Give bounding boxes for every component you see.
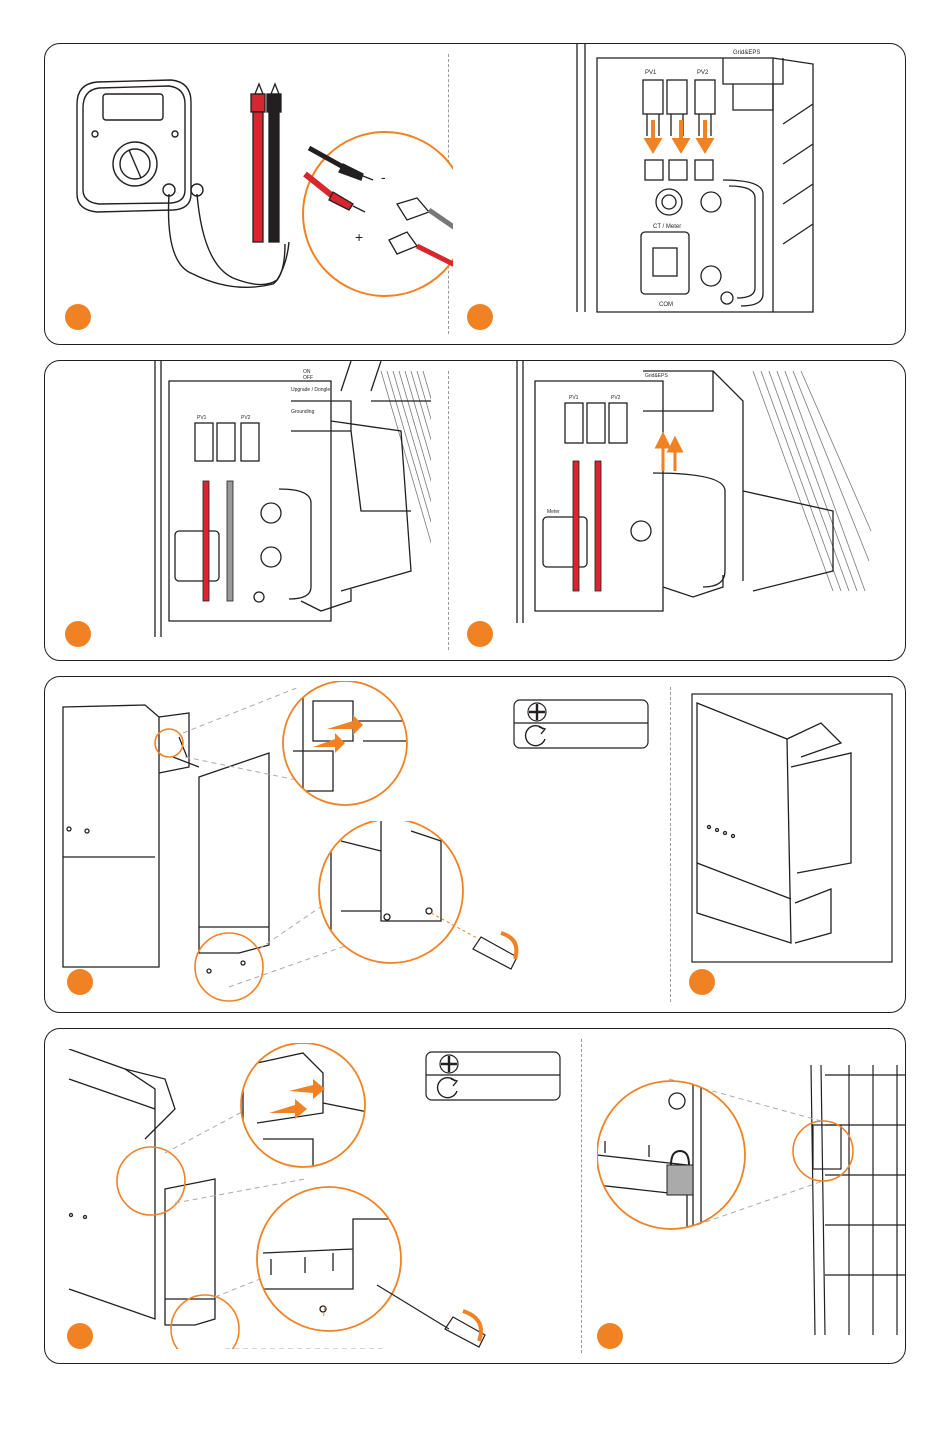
connector-zoom-illustration: [233, 1043, 373, 1169]
grid-label: Grid&EPS: [733, 50, 760, 56]
connector-zoom-illustration: [273, 681, 417, 807]
pv-cable-disconnect-illustration: PV1 PV2 Grid&EPS Meter: [513, 361, 873, 641]
panel-divider: [670, 687, 671, 1002]
step-panel-4: [44, 1028, 906, 1364]
upgrade-label: Upgrade / Dongle: [291, 387, 330, 393]
step-marker: [689, 969, 715, 995]
multimeter-illustration: - +: [73, 64, 453, 324]
positive-sign: +: [355, 229, 363, 245]
lock-zoom-illustration: [597, 1065, 905, 1335]
tool-indicator: [513, 699, 649, 749]
screw-zoom-illustration: [311, 821, 523, 971]
screw-zoom-illustration: [253, 1179, 493, 1349]
step-marker: [65, 621, 91, 647]
step-panel-3: [44, 676, 906, 1013]
negative-sign: -: [381, 169, 386, 185]
pv1-label: PV1: [645, 70, 657, 76]
phillips-screwdriver-icon: [440, 1055, 458, 1073]
step-marker: [65, 304, 91, 330]
step-marker: [67, 1323, 93, 1349]
step-marker: [67, 969, 93, 995]
com-label: COM: [659, 302, 673, 308]
step-marker: [597, 1323, 623, 1349]
pv2-label: PV2: [611, 395, 621, 401]
installed-inverter-illustration: [691, 693, 893, 963]
grounding-label: Grounding: [291, 409, 315, 415]
inverter-ports-illustration: PV1 PV2 Grid&EPS CT / Meter COM: [573, 44, 823, 345]
meter-label: Meter: [547, 509, 560, 515]
pv1-label: PV1: [197, 415, 207, 421]
tool-indicator: [425, 1051, 561, 1101]
panel-divider: [448, 371, 449, 650]
step-panel-1: - + PV1: [44, 43, 906, 345]
step-panel-2: ON OFF Upgrade / Dongle PV1 PV2 Groundin…: [44, 360, 906, 661]
step-marker: [467, 621, 493, 647]
ct-meter-label: CT / Meter: [653, 224, 681, 230]
phillips-screwdriver-icon: [528, 703, 546, 721]
panel-divider: [581, 1039, 582, 1353]
pv1-label: PV1: [569, 395, 579, 401]
grid-label: Grid&EPS: [645, 373, 668, 379]
pv2-label: PV2: [241, 415, 251, 421]
step-marker: [467, 304, 493, 330]
pv-cable-connected-illustration: ON OFF Upgrade / Dongle PV1 PV2 Groundin…: [151, 361, 431, 641]
pv2-label: PV2: [697, 70, 709, 76]
switch-off-label: OFF: [303, 375, 313, 381]
